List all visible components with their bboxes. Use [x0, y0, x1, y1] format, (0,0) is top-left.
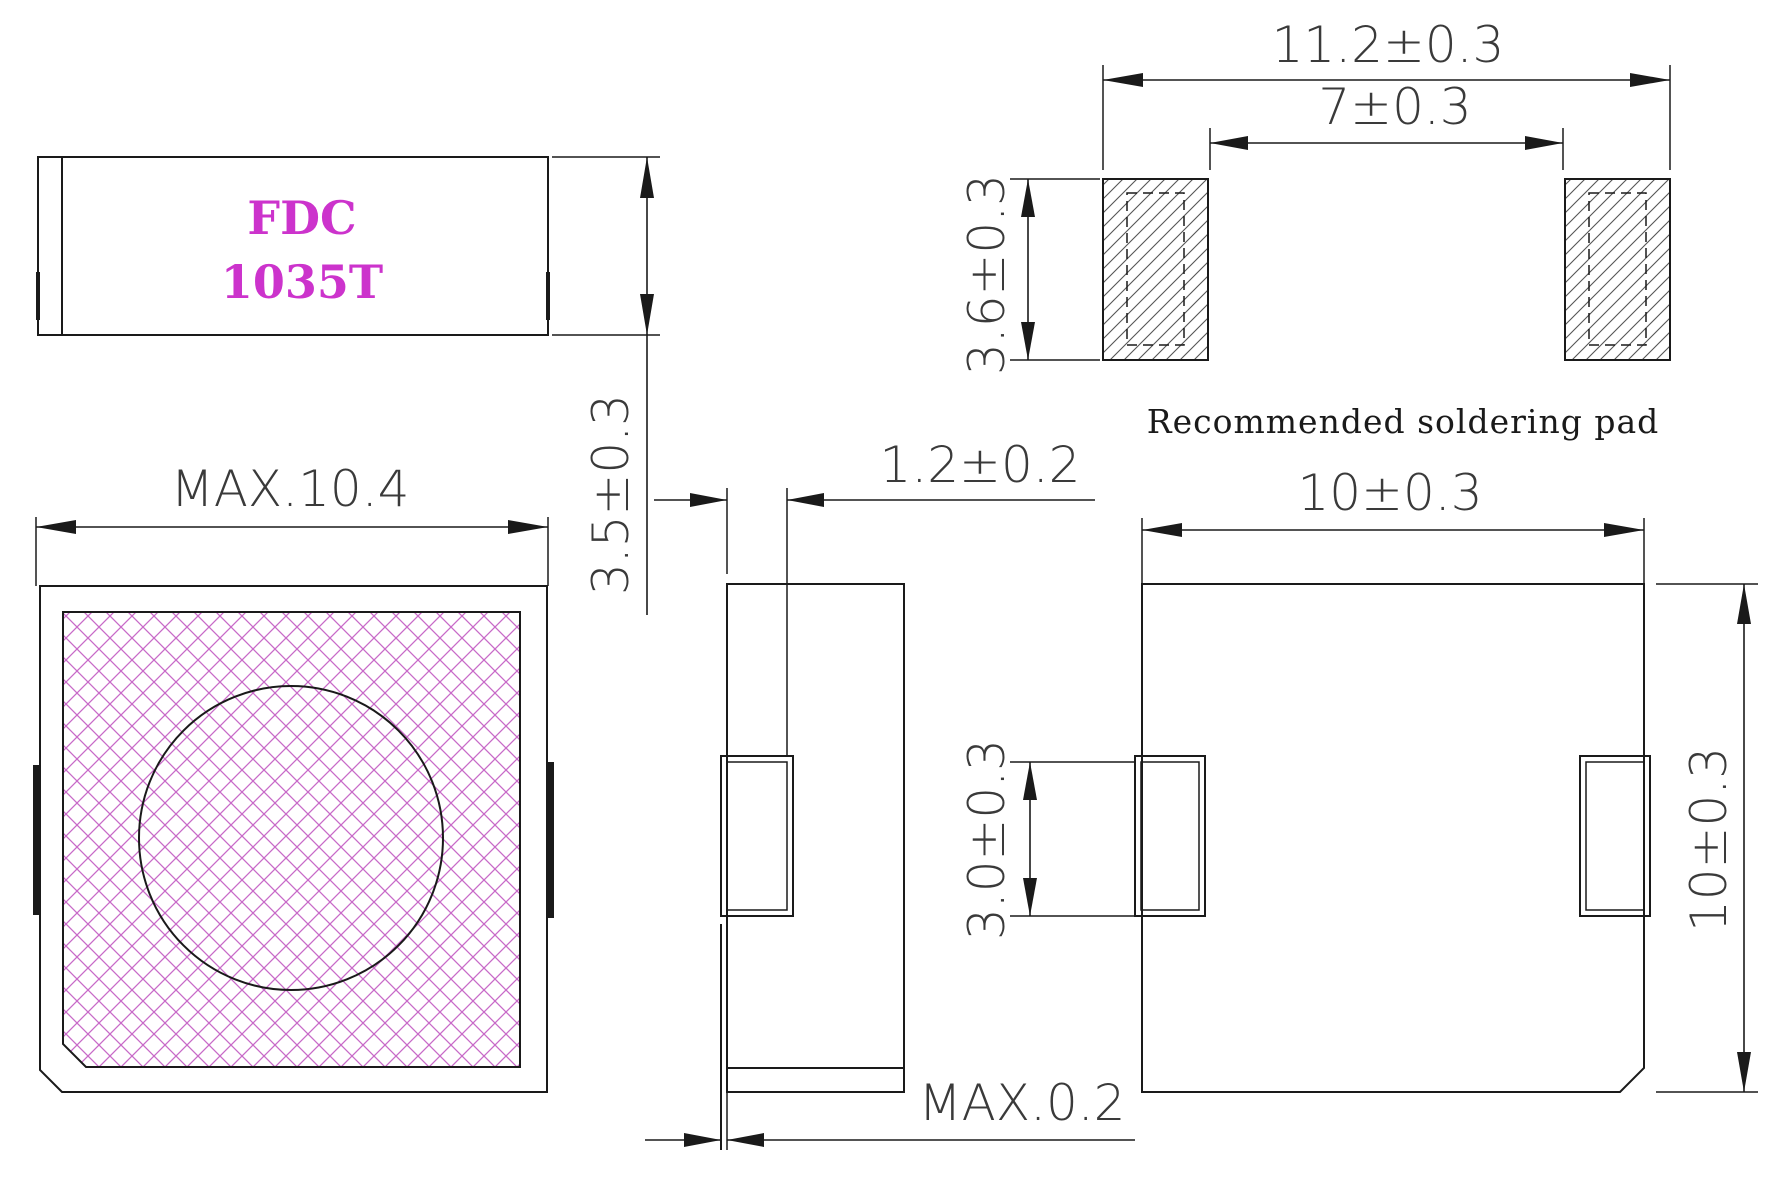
- top-view-right-terminal: [547, 762, 554, 918]
- top-view-outline: [39, 585, 548, 1093]
- side-view-left-terminal: [36, 272, 40, 320]
- dim-top-view-width: MAX.10.4: [35, 460, 549, 586]
- side-view-body: [37, 156, 549, 336]
- bottom-view-outline: [1141, 583, 1645, 1093]
- dim-top-view-width-label: MAX.10.4: [171, 460, 410, 518]
- dim-terminal-height: 3.0±0.3: [958, 739, 1135, 940]
- arrow-down: [640, 294, 654, 335]
- pad-caption: Recommended soldering pad: [1147, 402, 1660, 441]
- top-view: [33, 585, 554, 1093]
- dim-bottom-height: 10±0.3: [1656, 583, 1758, 1093]
- marking-line-2: 1035T: [221, 255, 383, 309]
- pad-right-inner: [1588, 192, 1647, 346]
- dim-pad-total: 11.2±0.3: [1102, 16, 1671, 170]
- bottom-view: [1134, 583, 1651, 1093]
- top-view-left-terminal: [33, 765, 40, 915]
- dim-terminal-height-label: 3.0±0.3: [958, 739, 1016, 940]
- dim-height: 3.5±0.3: [552, 156, 660, 615]
- dim-bottom-width: 10±0.3: [1141, 464, 1645, 584]
- marking-line-1: FDC: [247, 191, 356, 245]
- dim-terminal-width-label: 1.2±0.2: [880, 436, 1081, 494]
- dim-terminal-gap: MAX.0.2: [645, 1074, 1135, 1147]
- dim-terminal-gap-label: MAX.0.2: [918, 1074, 1125, 1132]
- bottom-view-right-terminal-outer: [1579, 755, 1651, 917]
- soldering-pad-layout: Recommended soldering pad: [1102, 178, 1671, 441]
- bottom-view-left-terminal-outer: [1134, 755, 1206, 917]
- dim-pad-height-label: 3.6±0.3: [958, 174, 1016, 375]
- bottom-view-right-terminal-inner: [1585, 761, 1645, 911]
- dim-pad-inner-label: 7±0.3: [1318, 78, 1471, 136]
- dim-terminal-width: 1.2±0.2: [654, 436, 1095, 756]
- dim-pad-total-label: 11.2±0.3: [1272, 16, 1505, 74]
- dim-bottom-width-label: 10±0.3: [1297, 464, 1482, 522]
- front-view-terminal-inner: [726, 761, 788, 911]
- pad-left-inner: [1126, 192, 1185, 346]
- dim-pad-inner: 7±0.3: [1209, 78, 1564, 170]
- side-view-right-terminal: [546, 272, 550, 320]
- front-view-body: [726, 583, 905, 1093]
- top-view-winding-circle: [138, 685, 444, 991]
- side-view: FDC 1035T: [36, 156, 550, 336]
- front-view-terminal-outer: [720, 755, 794, 917]
- top-view-hatched-core: [62, 611, 521, 1068]
- dim-pad-height: 3.6±0.3: [958, 174, 1100, 375]
- pad-right: [1564, 178, 1671, 361]
- dim-bottom-height-label: 10±0.3: [1680, 747, 1738, 932]
- bottom-view-left-terminal-inner: [1140, 761, 1200, 911]
- front-view: [720, 583, 905, 1150]
- dim-height-label: 3.5±0.3: [582, 394, 640, 595]
- arrow-up: [640, 157, 654, 198]
- pad-left: [1102, 178, 1209, 361]
